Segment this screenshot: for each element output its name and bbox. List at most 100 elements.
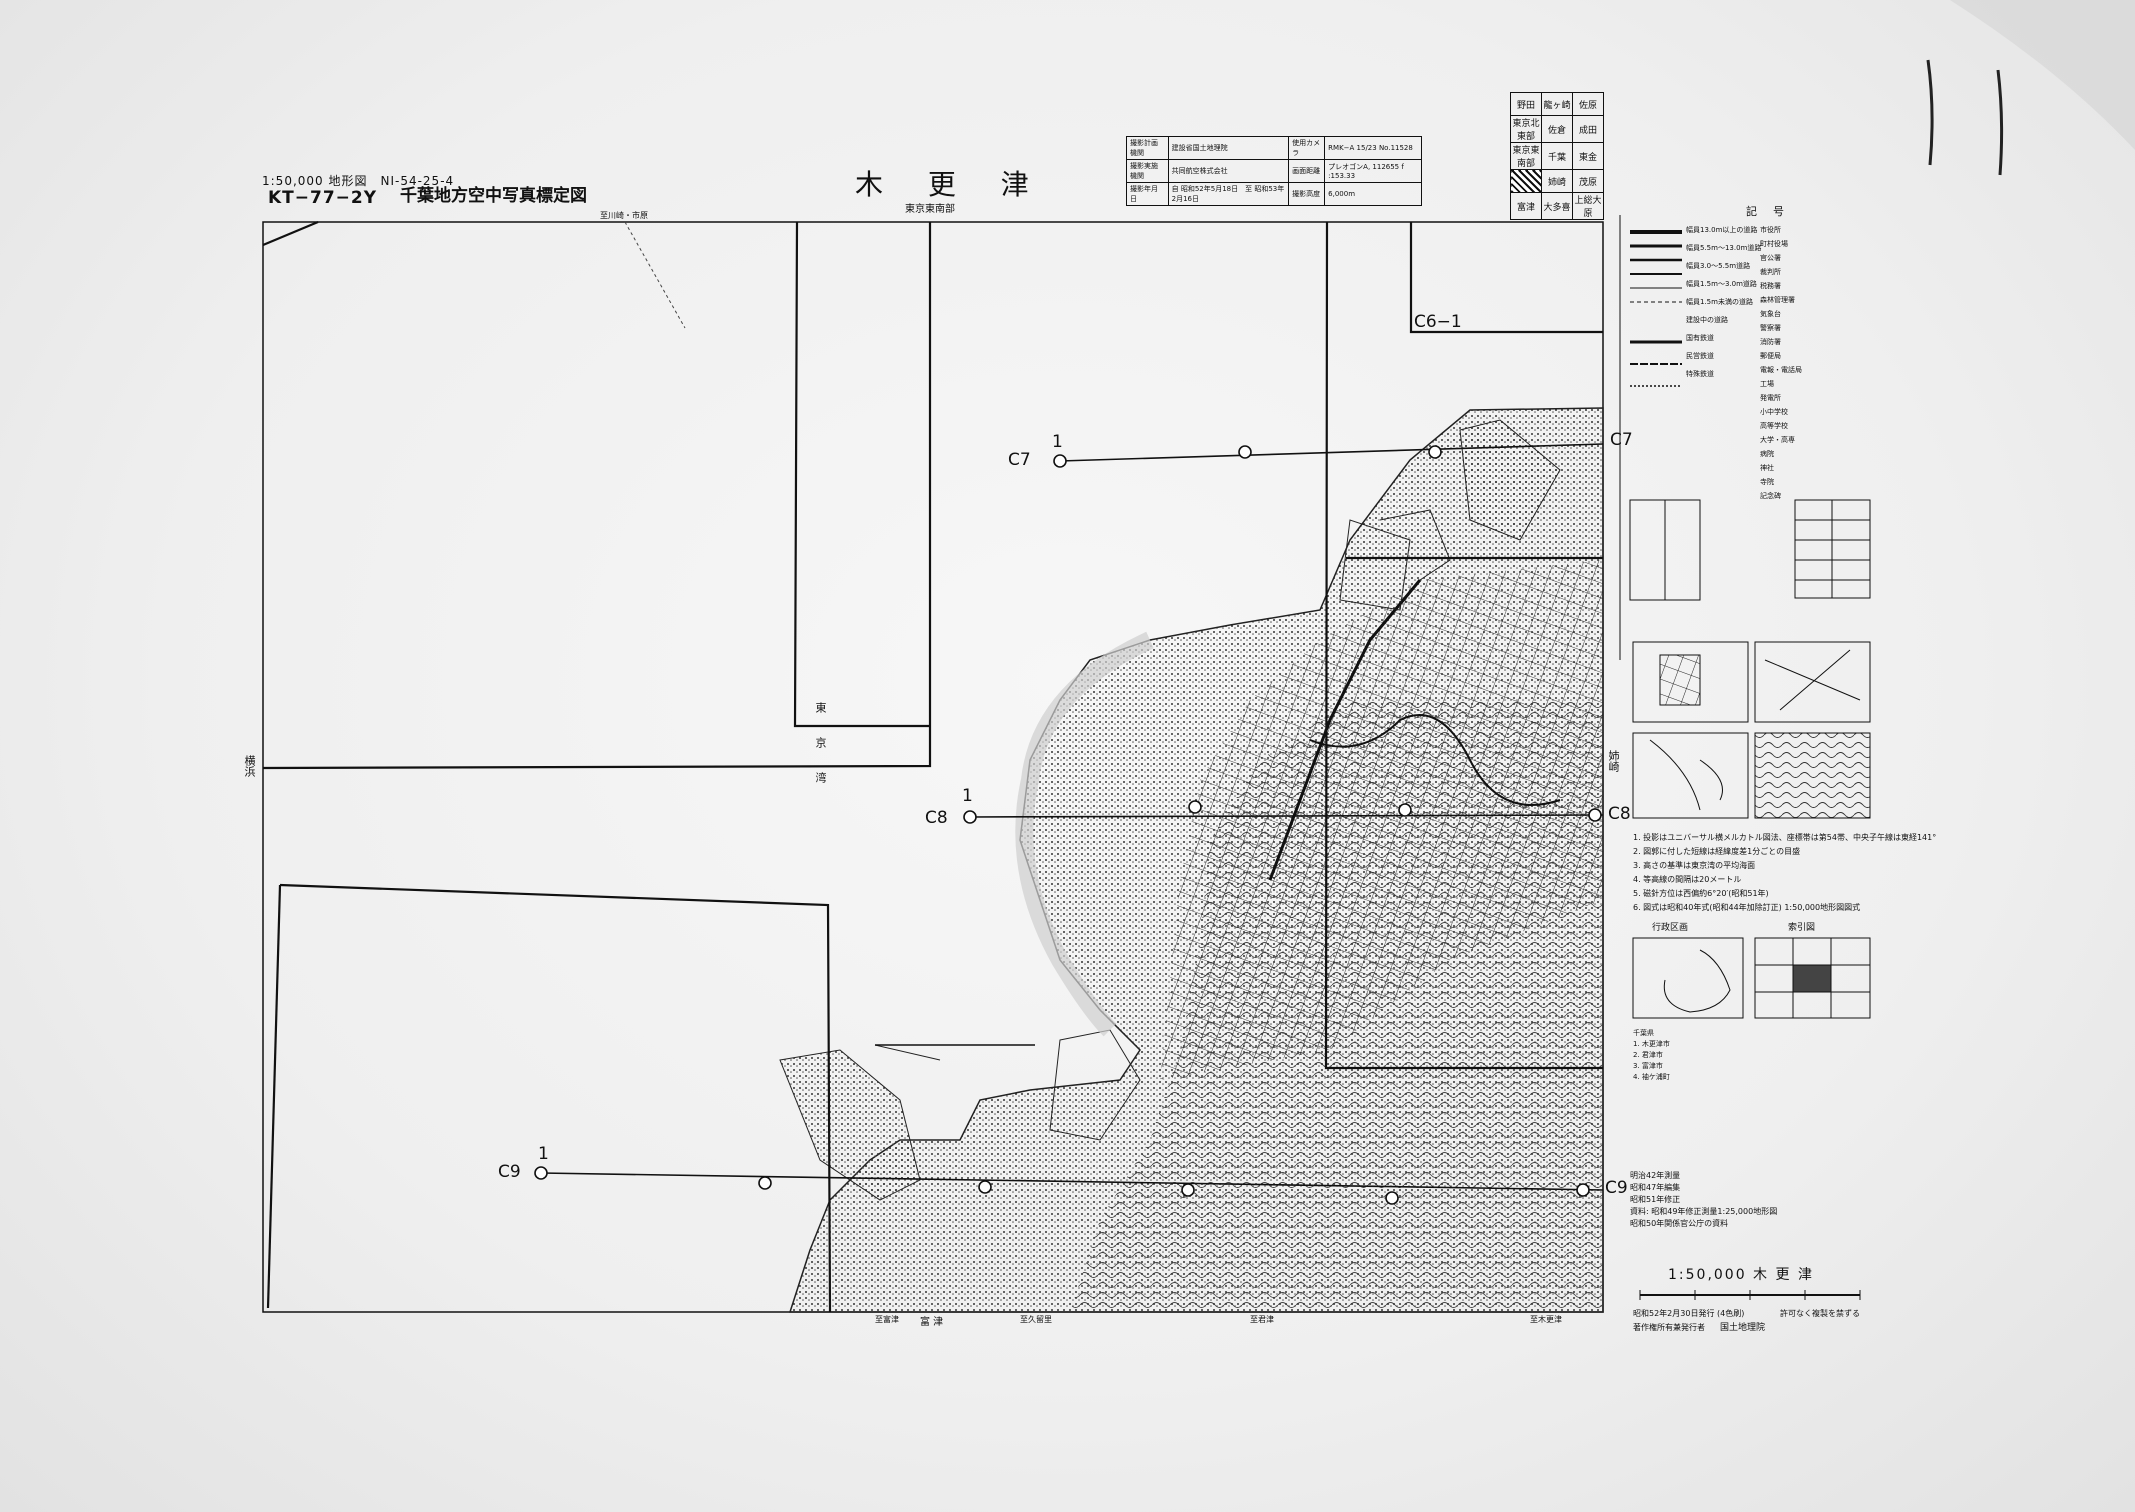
bottom-label: 至富津 bbox=[875, 1315, 899, 1324]
photo-center-c9-2 bbox=[758, 1176, 772, 1190]
road-legend-item: 建設中の道路 bbox=[1686, 316, 1728, 324]
symbol-legend-item: 神社 bbox=[1760, 464, 1774, 472]
adjacent-sheet-cell bbox=[1510, 169, 1542, 193]
info-cell: プレオゴンA, 112655 f :153.33 bbox=[1324, 159, 1422, 183]
road-legend-lines bbox=[1630, 230, 1682, 387]
photo-frames bbox=[262, 220, 1603, 1313]
left-margin-label: 横浜 bbox=[243, 755, 256, 777]
info-cell: 撮影実施機関 bbox=[1126, 159, 1169, 183]
history-line: 昭和51年修正 bbox=[1630, 1195, 1681, 1204]
adjacent-row: 富津大多喜上総大原 bbox=[1510, 192, 1604, 220]
adjacent-sheet-cell: 成田 bbox=[1572, 115, 1604, 143]
road-legend-item: 幅員1.5m未満の道路 bbox=[1686, 298, 1753, 306]
inset-contour bbox=[1754, 732, 1871, 819]
photo-center-c9-6 bbox=[1576, 1183, 1590, 1197]
history-line: 昭和47年編集 bbox=[1630, 1183, 1681, 1192]
symbol-legend-item: 市役所 bbox=[1760, 226, 1781, 234]
sheet-code: KT−77−2Y bbox=[268, 188, 378, 208]
adjacent-sheet-cell: 佐原 bbox=[1572, 92, 1604, 116]
history-line: 明治42年測量 bbox=[1630, 1171, 1681, 1180]
history-line: 資料: 昭和49年修正測量1:25,000地形図 bbox=[1630, 1207, 1778, 1216]
map-title: 木 更 津 bbox=[855, 168, 1047, 201]
photo-center-c8-1 bbox=[963, 810, 977, 824]
symbol-legend-item: 町村役場 bbox=[1760, 240, 1788, 248]
symbol-legend-item: 工場 bbox=[1760, 380, 1774, 388]
photo-center-c7-3 bbox=[1428, 445, 1442, 459]
admin-list-item: 3. 富津市 bbox=[1633, 1062, 1663, 1070]
road-legend-item: 幅員5.5m〜13.0m道路 bbox=[1686, 244, 1762, 252]
scale-line: 1:50,000 地形図 NI-54-25-4 bbox=[262, 174, 455, 188]
photo-center-c9-3 bbox=[978, 1180, 992, 1194]
bottom-label: 至木更津 bbox=[1530, 1315, 1562, 1324]
symbol-legend-item: 消防署 bbox=[1760, 338, 1781, 346]
road-legend-item: 幅員13.0m以上の道路 bbox=[1686, 226, 1758, 234]
inset-coast bbox=[1632, 732, 1749, 819]
flight-lines bbox=[534, 443, 1604, 1205]
symbol-legend-item: 電報・電話局 bbox=[1760, 366, 1802, 374]
info-cell: 使用カメラ bbox=[1288, 136, 1326, 160]
adjacent-sheets-table: 野田龍ヶ崎佐原東京北東部佐倉成田東京東南部千葉東金姉崎茂原富津大多喜上総大原 bbox=[1510, 92, 1604, 220]
index-title: 索引図 bbox=[1788, 923, 1816, 933]
scale-bar bbox=[1639, 1290, 1861, 1300]
admin-index-diagrams bbox=[1632, 937, 1871, 1019]
photo-center-c9-5 bbox=[1385, 1191, 1399, 1205]
photo-center-c8-4 bbox=[1588, 808, 1602, 822]
adjacent-sheet-cell: 東金 bbox=[1572, 142, 1604, 170]
photo-center-c9-1 bbox=[534, 1166, 548, 1180]
symbol-legend-item: 病院 bbox=[1760, 450, 1774, 458]
adjacent-row: 東京東南部千葉東金 bbox=[1510, 142, 1604, 170]
adjacent-sheet-cell: 野田 bbox=[1510, 92, 1542, 116]
admin-title: 行政区画 bbox=[1652, 923, 1689, 933]
adjacent-row: 東京北東部佐倉成田 bbox=[1510, 115, 1604, 143]
bottom-label: 至久留里 bbox=[1020, 1315, 1052, 1324]
admin-list-item: 4. 袖ケ浦町 bbox=[1633, 1073, 1670, 1081]
symbol-legend-item: 大学・高専 bbox=[1760, 436, 1795, 444]
flight-line-c8-label: C8 bbox=[925, 808, 948, 828]
map-note: 5. 磁針方位は西偏約6°20′(昭和51年) bbox=[1633, 889, 1769, 898]
road-legend-item: 特殊鉄道 bbox=[1686, 370, 1714, 378]
map-note: 3. 高さの基準は東京湾の平均海面 bbox=[1633, 861, 1756, 870]
map-note: 4. 等高線の間隔は20メートル bbox=[1633, 875, 1742, 884]
photo-center-c7-2 bbox=[1238, 445, 1252, 459]
adjacent-sheet-cell: 茂原 bbox=[1572, 169, 1604, 193]
inset-symbols bbox=[1632, 641, 1749, 723]
right-margin-label: 姉崎 bbox=[1607, 750, 1620, 772]
symbol-legend-item: 寺院 bbox=[1760, 478, 1774, 486]
legend-title: 記号 bbox=[1746, 205, 1800, 218]
bay-label: 東京湾 bbox=[814, 702, 827, 807]
sheet-subject: 千葉地方空中写真標定図 bbox=[400, 186, 587, 206]
bottom-label: 富 津 bbox=[920, 1317, 944, 1328]
bottom-label: 至君津 bbox=[1250, 1315, 1274, 1324]
legend-panel bbox=[1619, 215, 1871, 660]
info-cell: 撮影高度 bbox=[1288, 182, 1326, 206]
inset-roads bbox=[1754, 641, 1871, 723]
info-cell: 撮影計画機関 bbox=[1126, 136, 1169, 160]
pencil-mark bbox=[1926, 59, 1934, 166]
road-legend-item: 幅員3.0〜5.5m道路 bbox=[1686, 262, 1751, 270]
info-cell: 自 昭和52年5月18日 至 昭和53年2月16日 bbox=[1167, 182, 1290, 206]
info-cell: 6,000m bbox=[1324, 182, 1422, 206]
symbol-legend-item: 発電所 bbox=[1760, 394, 1781, 402]
pencil-mark bbox=[1996, 69, 2004, 176]
symbol-legend-item: 郵便局 bbox=[1760, 352, 1781, 360]
flight-line-c7-end: C7 bbox=[1610, 430, 1633, 450]
adjacent-row: 姉崎茂原 bbox=[1510, 169, 1604, 193]
symbol-legend-item: 警察署 bbox=[1760, 324, 1781, 332]
photo-center-c7-1 bbox=[1053, 454, 1067, 468]
flight-line-c9-end: C9 bbox=[1605, 1178, 1628, 1198]
top-margin-label: 至川崎・市原 bbox=[600, 211, 648, 220]
road-legend-item: 幅員1.5m〜3.0m道路 bbox=[1686, 280, 1757, 288]
info-row: 撮影実施機関共同航空株式会社画面距離プレオゴンA, 112655 f :153.… bbox=[1126, 159, 1422, 183]
symbol-legend-item: 記念碑 bbox=[1760, 492, 1781, 500]
symbol-legend-item: 小中学校 bbox=[1760, 408, 1788, 416]
flight-line-c7-start: 1 bbox=[1052, 432, 1063, 452]
photo-center-c8-3 bbox=[1398, 803, 1412, 817]
footer-scale-title: 1:50,000 木 更 津 bbox=[1668, 1267, 1814, 1283]
info-cell: RMK−A 15/23 No.11528 bbox=[1324, 136, 1422, 160]
adjacent-sheet-cell: 大多喜 bbox=[1541, 192, 1573, 220]
copyright-notice: 許可なく複製を禁ずる bbox=[1780, 1309, 1860, 1318]
symbol-legend-item: 官公署 bbox=[1760, 254, 1781, 262]
